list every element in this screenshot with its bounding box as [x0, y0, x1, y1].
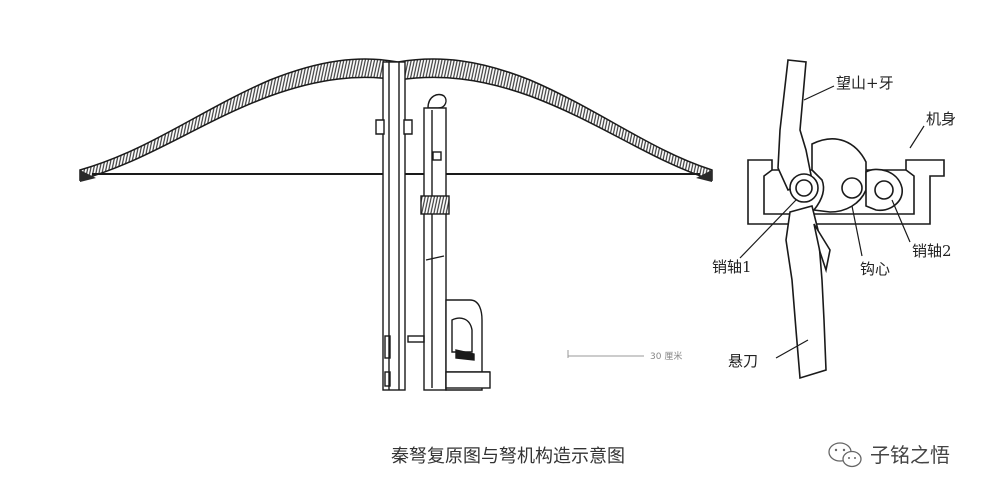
crossbow-stock	[375, 61, 413, 391]
scale-bar-label: 30 厘米	[650, 350, 682, 362]
trigger-blade	[785, 205, 827, 380]
wechat-chat-icon	[828, 442, 862, 468]
trigger-mechanism	[739, 59, 945, 380]
label-body: 机身	[926, 110, 956, 128]
watermark-text: 子铭之悟	[870, 443, 950, 467]
label-trigger: 悬刀	[728, 352, 758, 370]
pin-1b	[841, 177, 863, 199]
crossbow-reconstruction: 30 厘米	[79, 58, 713, 391]
hook-heart-piece	[811, 138, 867, 213]
sight-tooth-piece	[777, 59, 813, 192]
label-pin1: 销轴1	[712, 258, 752, 276]
label-hook: 钩心	[860, 260, 890, 278]
figure-caption: 秦弩复原图与弩机构造示意图	[391, 446, 625, 467]
watermark: 子铭之悟	[828, 442, 950, 468]
label-sight-tooth: 望山+牙	[836, 74, 894, 92]
scale-bar: 30 厘米	[567, 350, 682, 362]
label-pin2: 销轴2	[912, 242, 952, 260]
pin-2	[874, 180, 894, 200]
stock-side-view	[407, 93, 491, 391]
mechanism-labels: 望山+牙 机身 销轴1 销轴2 钩心 悬刀	[712, 74, 956, 370]
